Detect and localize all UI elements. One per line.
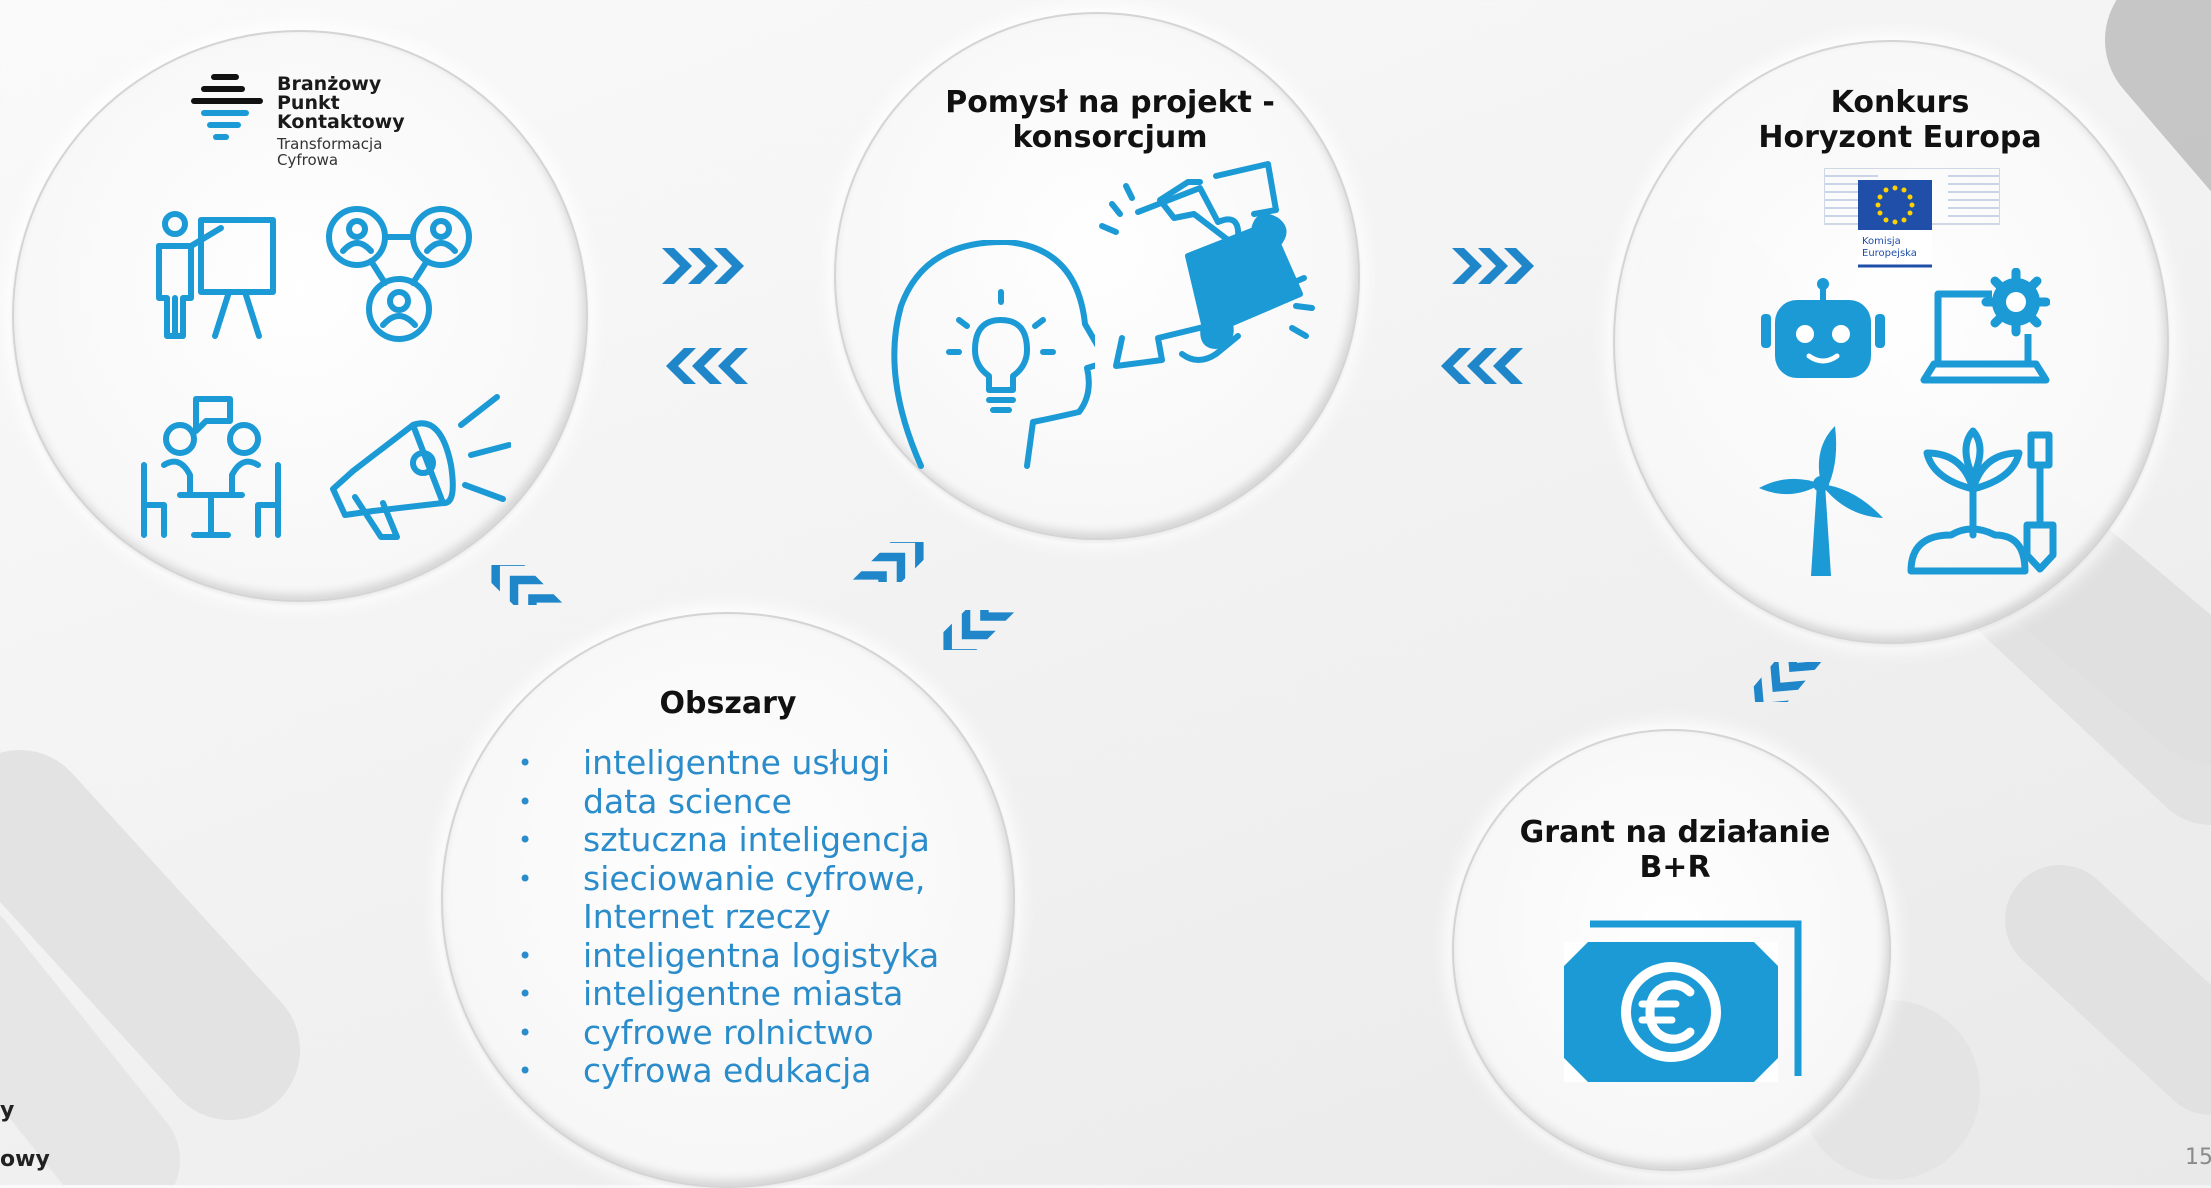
puzzle-hands-icon [1099,161,1315,369]
area-item: data science [512,782,939,822]
area-item: inteligentne usługi [512,743,939,783]
arrow-right-icon [1452,248,1534,284]
bpk-logo-icon [191,74,263,140]
idea-title-line-1: Pomysł na projekt - [945,85,1275,120]
plant-shovel-icon [1907,427,2057,575]
footer-logo-fragment-2: owy [0,1147,50,1172]
arrow-left-icon [666,348,748,384]
ec-logo-text-2: Europejska [1862,248,1917,259]
idea-title-line-2: konsorcjum [1012,120,1208,155]
horizon-circle [1613,40,2169,644]
area-item-continuation: Internet rzeczy [583,897,831,936]
area-item: cyfrowa edukacja [512,1051,939,1091]
arrow-up-left-icon [491,565,563,605]
megaphone-icon [330,394,511,540]
head-lightbulb-icon [891,240,1095,469]
page-number: 15 [2185,1145,2211,1170]
arrow-up-right-icon [852,542,924,582]
area-item: sztuczna inteligencja [512,820,939,860]
logo-name-2: Punkt [277,92,340,114]
areas-title: Obszary [659,686,797,721]
team-network-icon [326,206,472,342]
grant-title: Grant na działanie B+R [1480,815,1870,885]
horizon-title: Konkurs Horyzont Europa [1690,85,2110,155]
arrow-left-icon [1441,348,1523,384]
arrow-down-left-icon [1753,662,1823,702]
bpk-circle [12,30,588,602]
area-item: cyfrowe rolnictwo [512,1013,939,1053]
area-item: sieciowanie cyfrowe, [512,859,939,899]
logo-sub-2: Cyfrowa [277,151,339,169]
horizon-title-line-2: Horyzont Europa [1758,120,2042,155]
wind-turbine-icon [1759,426,1883,576]
areas-list: inteligentne usługi data science sztuczn… [512,743,939,1091]
bpk-logo-text: Branżowy Punkt Kontaktowy Transformacja … [277,73,405,169]
arrow-right-icon [662,248,744,284]
area-item: inteligentna logistyka [512,936,939,976]
grant-title-line-2: B+R [1639,850,1711,885]
laptop-gear-icon [1920,268,2050,384]
arrow-down-left-icon [943,610,1015,650]
grant-title-line-1: Grant na działanie [1519,815,1831,850]
horizon-title-line-1: Konkurs [1830,85,1970,120]
logo-name-1: Branżowy [277,73,382,95]
ec-logo-text-1: Komisja [1862,236,1901,247]
robot-icon [1761,278,1885,378]
areas-circle [441,612,1015,1188]
presenter-icon [156,211,276,339]
footer-logo-fragment-1: y [0,1098,15,1123]
area-item: inteligentne miasta [512,974,939,1014]
meeting-icon [141,396,281,538]
logo-name-3: Kontaktowy [277,111,405,133]
idea-title: Pomysł na projekt - konsorcjum [900,85,1320,155]
european-commission-logo-icon: Komisja Europejska [1824,168,2000,268]
logo-sub-1: Transformacja [277,135,383,153]
euro-banknote-icon [1564,920,1802,1082]
